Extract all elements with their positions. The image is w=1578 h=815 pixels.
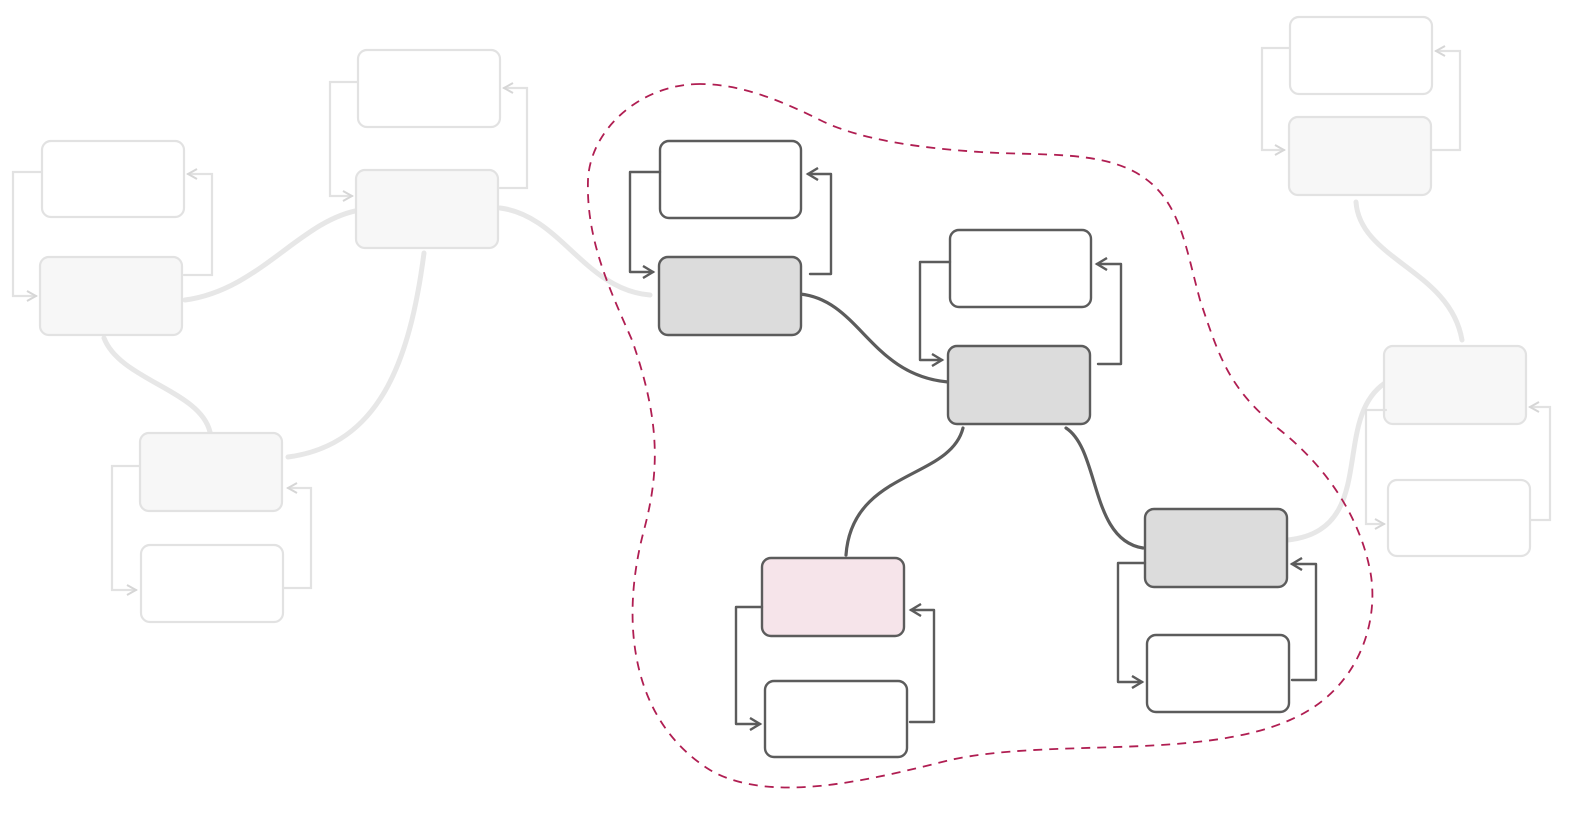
faded-connector: [101, 335, 213, 435]
filled-box[interactable]: [138, 431, 284, 513]
highlighted-group: [587, 83, 1374, 789]
loop-arrow: [110, 464, 142, 590]
center-cluster: [918, 228, 1123, 426]
loop-arrow: [282, 488, 313, 590]
filled-box[interactable]: [1382, 344, 1528, 426]
loop-arrow: [1292, 564, 1318, 682]
loop-arrow: [1097, 264, 1123, 366]
group-boundary: [587, 83, 1374, 789]
loop-arrow: [1364, 408, 1388, 524]
faded-connector: [497, 205, 653, 298]
filled-box[interactable]: [354, 168, 500, 250]
loop-arrow: [628, 170, 662, 272]
loop-arrow: [1116, 561, 1147, 682]
top-box[interactable]: [948, 228, 1093, 309]
loop-arrow: [1530, 407, 1552, 522]
faded-connector: [182, 207, 363, 303]
loop-arrow: [328, 80, 360, 196]
top-box[interactable]: [658, 139, 803, 220]
loop-arrow: [808, 174, 833, 276]
top-box[interactable]: [1288, 15, 1434, 96]
far-left-cluster: [11, 139, 214, 337]
left-lower-cluster: [110, 431, 313, 624]
bottom-box[interactable]: [1145, 633, 1291, 714]
loop-arrow: [1430, 51, 1462, 152]
right-top-cluster: [1260, 15, 1462, 197]
left-upper-cluster: [328, 48, 529, 250]
bottom-box[interactable]: [763, 679, 909, 759]
connector: [844, 426, 965, 557]
loop-arrow: [182, 174, 214, 277]
loop-arrow: [498, 88, 529, 190]
connector: [798, 292, 950, 384]
connector: [1064, 426, 1145, 550]
top-box[interactable]: [356, 48, 502, 129]
filled-box[interactable]: [1143, 507, 1289, 589]
loop-arrow: [918, 260, 952, 360]
loop-arrow: [734, 605, 764, 724]
bottom-right-cluster: [1116, 507, 1318, 714]
faded-connector: [285, 250, 427, 460]
filled-box[interactable]: [657, 255, 803, 337]
loop-arrow: [1260, 46, 1292, 150]
highlight-box[interactable]: [760, 556, 906, 638]
filled-box[interactable]: [1287, 115, 1433, 197]
faded-connector: [1285, 380, 1388, 543]
filled-box[interactable]: [38, 255, 184, 337]
bottom-box[interactable]: [1386, 478, 1532, 558]
faded-connector: [1353, 199, 1465, 343]
loop-arrow: [910, 610, 936, 724]
faded-layer: [11, 15, 1552, 624]
filled-box[interactable]: [946, 344, 1092, 426]
bottom-left-cluster: [734, 556, 936, 759]
right-mid-cluster: [1364, 344, 1552, 558]
bottom-box[interactable]: [139, 543, 285, 624]
top-box[interactable]: [40, 139, 186, 219]
top-left-cluster: [628, 139, 833, 337]
loop-arrow: [11, 170, 44, 296]
